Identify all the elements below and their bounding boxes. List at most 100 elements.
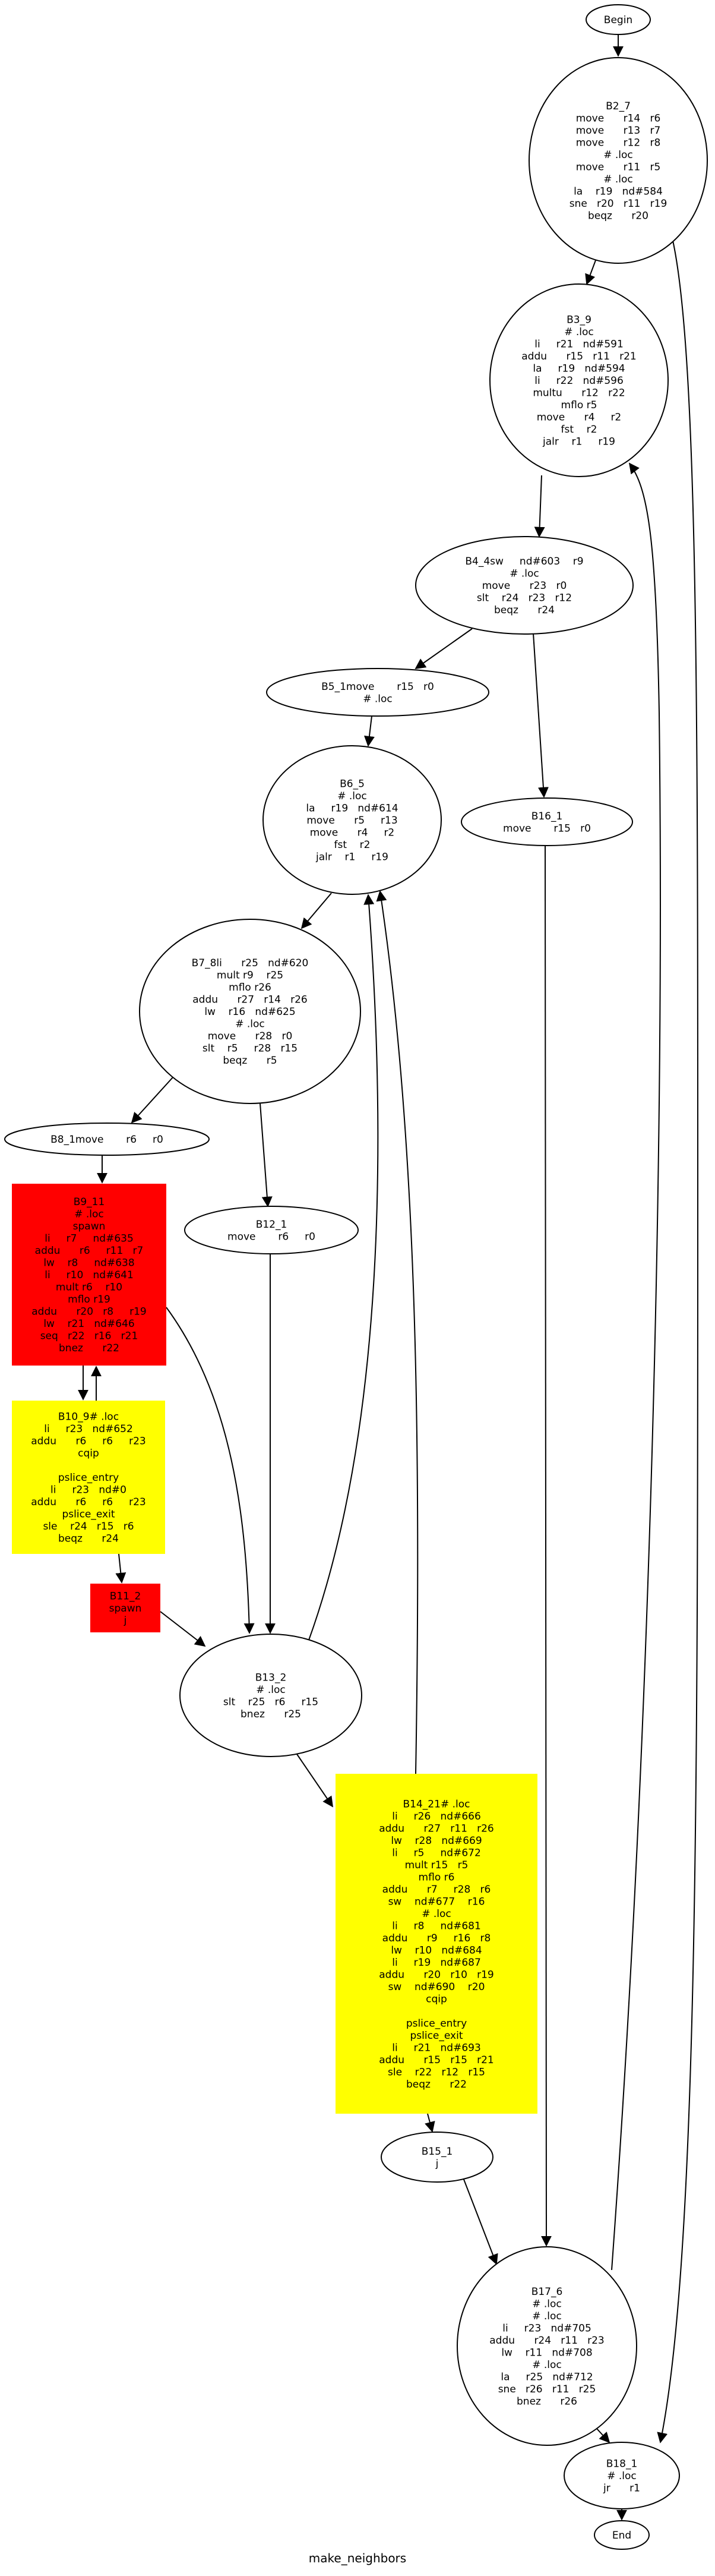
node-line: addu r20 r10 r19 — [379, 1969, 493, 1981]
node-line: j — [435, 2158, 439, 2170]
edge-b11_2-to-b13_2 — [160, 1611, 206, 1647]
node-shape-b17_6 — [457, 2246, 637, 2446]
graph-title: make_neighbors — [309, 2551, 406, 2565]
edge-b2_7-to-b3_9 — [585, 260, 596, 285]
node-line: sne r26 r11 r25 — [498, 2383, 596, 2395]
node-line: j — [124, 1615, 127, 1627]
node-line: B5_1move r15 r0 — [321, 681, 434, 693]
node-line: move r5 r13 — [306, 815, 397, 827]
edge-b10_9-to-b11_2 — [115, 1553, 126, 1584]
node-line: # .loc — [422, 1908, 451, 1920]
node-line: # .loc — [363, 693, 393, 705]
node-shape-begin — [586, 4, 651, 35]
node-shape-b3_9 — [489, 283, 669, 477]
node-line: # .loc — [74, 1209, 104, 1221]
node-line: sle r22 r12 r15 — [388, 2066, 485, 2078]
node-b8_1move[interactable]: B8_1move r6 r0 — [4, 1123, 210, 1156]
node-line: seq r22 r16 r21 — [40, 1330, 138, 1342]
node-line: li r19 nd#687 — [392, 1957, 481, 1969]
node-line: # .loc — [532, 2310, 562, 2322]
node-line: move r4 r2 — [537, 412, 622, 424]
edges-layer — [78, 34, 698, 2521]
node-shape-b5_1move — [266, 668, 489, 717]
node-line: pslice_exit — [62, 1509, 115, 1521]
node-line: la r19 nd#594 — [533, 363, 625, 375]
node-line: pslice_exit — [410, 2030, 463, 2042]
node-line: cqip — [78, 1448, 99, 1459]
node-line: # .loc — [607, 2470, 637, 2482]
node-line: beqz r5 — [223, 1055, 277, 1067]
node-line: la r19 nd#614 — [306, 803, 398, 815]
node-line: # .loc — [532, 2359, 562, 2371]
node-line: li r23 nd#0 — [50, 1484, 126, 1496]
node-line: bnez r26 — [517, 2395, 577, 2407]
node-line: B11_2 — [110, 1591, 141, 1603]
node-begin[interactable]: Begin — [586, 4, 651, 35]
node-b5_1move[interactable]: B5_1move r15 r0# .loc — [266, 668, 489, 717]
edge-b7_8li-to-b12_1 — [260, 1103, 273, 1207]
node-line: addu r9 r16 r8 — [382, 1932, 491, 1944]
node-line: B3_9 — [567, 314, 591, 326]
node-line: move r23 r0 — [482, 580, 567, 592]
node-line: lw r21 nd#646 — [43, 1318, 134, 1330]
node-shape-b13_2 — [179, 1634, 362, 1757]
node-line: move r13 r7 — [576, 125, 661, 137]
node-line: pslice_entry — [406, 2017, 467, 2029]
node-line: Begin — [604, 14, 632, 26]
node-b12_1[interactable]: B12_1move r6 r0 — [184, 1206, 359, 1254]
node-line: move r28 r0 — [208, 1030, 293, 1042]
node-line: B9_11 — [74, 1196, 105, 1208]
node-line: move r15 r0 — [503, 822, 591, 834]
node-line: li r21 nd#693 — [392, 2042, 481, 2054]
node-line: addu r6 r11 r7 — [35, 1245, 144, 1257]
edge-b16_1-to-b17_6 — [540, 845, 552, 2247]
node-line: addu r27 r11 r26 — [379, 1823, 493, 1834]
node-line: addu r6 r6 r23 — [31, 1496, 145, 1508]
node-line: B17_6 — [531, 2286, 563, 2298]
node-line: li r26 nd#666 — [392, 1811, 481, 1823]
node-line: spawn — [73, 1221, 106, 1232]
node-line: move r4 r2 — [310, 827, 395, 839]
node-b16_1[interactable]: B16_1move r15 r0 — [461, 797, 633, 846]
node-line: B12_1 — [256, 1219, 287, 1231]
edge-b17_6-to-b3_9 — [611, 462, 661, 2271]
node-line: move r12 r8 — [576, 137, 661, 149]
node-line: sw nd#677 r16 — [388, 1896, 485, 1907]
node-line: la r19 nd#584 — [574, 185, 663, 197]
node-line: spawn — [109, 1603, 142, 1615]
node-line: beqz r24 — [58, 1533, 119, 1545]
node-line: B13_2 — [255, 1672, 287, 1683]
edge-b14_21-to-b6_5 — [376, 890, 419, 1774]
edge-b2_7-to-b18_1 — [657, 240, 698, 2443]
node-line: lw r8 nd#638 — [43, 1257, 134, 1269]
node-line: B15_1 — [422, 2146, 453, 2158]
node-b15_1[interactable]: B15_1j — [381, 2132, 493, 2183]
node-line: lw r16 nd#625 — [204, 1006, 295, 1018]
node-line: li r23 nd#652 — [44, 1423, 133, 1435]
node-line: B4_4sw nd#603 r9 — [465, 556, 583, 567]
node-line: bnez r25 — [241, 1708, 301, 1720]
node-line: mult r9 r25 — [217, 970, 283, 982]
node-shape-b6_5 — [262, 745, 442, 895]
node-line: # .loc — [532, 2298, 562, 2310]
edge-b15_1-to-b17_6 — [463, 2177, 498, 2265]
node-line: mflo r19 — [68, 1294, 110, 1306]
edge-b5_1move-to-b6_5 — [363, 715, 375, 747]
node-end[interactable]: End — [594, 2520, 650, 2550]
node-line: addu r6 r6 r23 — [31, 1436, 145, 1448]
node-shape-b16_1 — [461, 797, 633, 846]
node-shape-b9_11 — [12, 1184, 166, 1366]
